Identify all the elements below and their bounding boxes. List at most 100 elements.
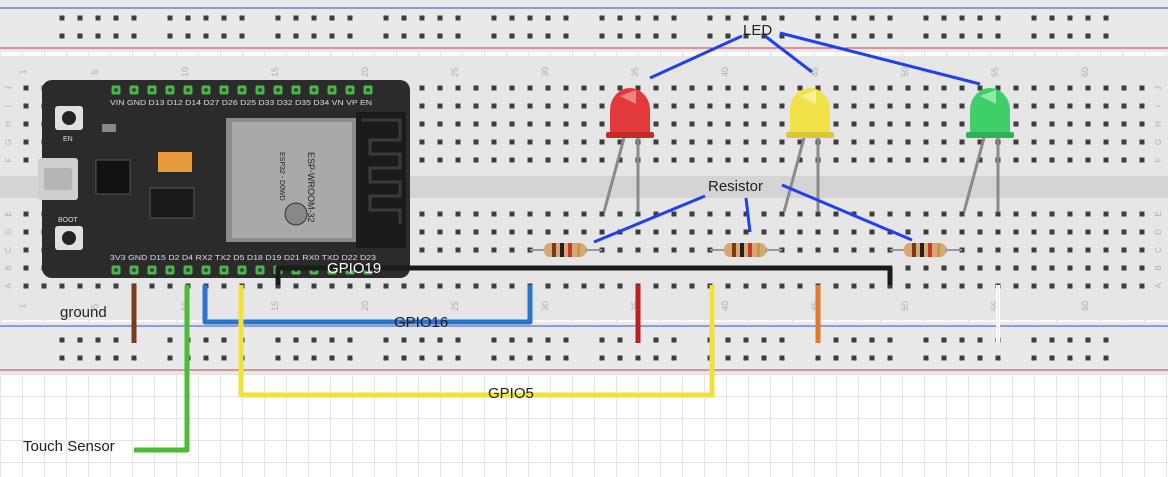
breadboard-hole [1049,247,1055,253]
breadboard-hole [725,103,731,109]
breadboard-hole [725,229,731,235]
breadboard-hole [815,85,821,91]
breadboard-hole [437,139,443,145]
breadboard-hole [689,247,695,253]
top-rail-hole [563,15,569,21]
breadboard-hole [1067,247,1073,253]
breadboard-hole [473,121,479,127]
bottom-rail-hole [887,337,893,343]
breadboard-hole [599,211,605,217]
bottom-rail-hole [1085,355,1091,361]
led-pointer-red [649,34,743,80]
breadboard-hole [977,229,983,235]
breadboard-hole [167,283,173,289]
bottom-rail-hole [275,337,281,343]
breadboard-hole [545,283,551,289]
top-rail-hole [671,15,677,21]
esp32-bottom-pin-hole [204,268,208,272]
top-rail-hole [545,15,551,21]
breadboard-hole [473,211,479,217]
bottom-rail-hole [455,337,461,343]
breadboard-hole [797,85,803,91]
top-rail-hole [383,33,389,39]
breadboard-hole [455,85,461,91]
bottom-rail-hole [1067,355,1073,361]
column-number: 5 [90,69,100,74]
breadboard-hole [491,121,497,127]
breadboard-hole [563,85,569,91]
breadboard-hole [761,283,767,289]
top-rail-hole [401,33,407,39]
breadboard-hole [1085,157,1091,163]
top-rail-hole [545,33,551,39]
bottom-rail-hole [761,355,767,361]
breadboard-hole [1085,283,1091,289]
breadboard-hole [1121,211,1127,217]
breadboard-hole [545,121,551,127]
breadboard-hole [491,157,497,163]
bottom-rail-hole [59,355,65,361]
breadboard-hole [23,157,29,163]
breadboard-hole [1049,211,1055,217]
breadboard-hole [599,85,605,91]
column-number: 10 [180,67,190,77]
breadboard-hole [527,211,533,217]
breadboard-hole [491,139,497,145]
bottom-rail-hole [113,337,119,343]
breadboard-hole [779,121,785,127]
breadboard-hole [1067,139,1073,145]
breadboard-hole [563,103,569,109]
breadboard-hole [473,229,479,235]
breadboard-hole [113,283,119,289]
row-letter: A [4,283,13,289]
breadboard-hole [689,283,695,289]
top-rail-hole [869,33,875,39]
top-rail-hole [275,33,281,39]
breadboard-hole [635,229,641,235]
top-rail-hole [815,33,821,39]
breadboard-hole [689,121,695,127]
gpio16-wire [202,285,533,325]
bottom-rail-hole [1067,337,1073,343]
top-rail-holes [59,15,1109,39]
top-rail-hole [941,33,947,39]
breadboard-hole [1031,283,1037,289]
column-number: 25 [450,67,460,77]
leds [602,88,1014,213]
breadboard-hole [1085,85,1091,91]
bottom-rail-hole [293,355,299,361]
annotation-lines [593,31,981,244]
breadboard-hole [905,265,911,271]
breadboard-hole [401,283,407,289]
top-rail-hole [779,15,785,21]
bottom-rail-hole [833,355,839,361]
top-rail-hole [725,15,731,21]
top-rail-hole [455,33,461,39]
bottom-rail-hole [743,355,749,361]
top-rail-hole [329,33,335,39]
breadboard-hole [221,283,227,289]
breadboard-hole [23,103,29,109]
top-rail-hole [995,33,1001,39]
voltage-regulator [149,187,195,219]
bottom-rail-hole [941,337,947,343]
bottom-rail-hole [599,337,605,343]
bottom-rail-hole [401,355,407,361]
breadboard-hole [797,283,803,289]
top-rail-hole [293,15,299,21]
breadboard-hole [869,85,875,91]
breadboard-hole [1013,121,1019,127]
breadboard-hole [941,157,947,163]
top-rail-hole [725,33,731,39]
breadboard-hole [563,157,569,163]
usb-uart-chip [95,159,131,195]
breadboard-hole [509,103,515,109]
breadboard-hole [923,265,929,271]
breadboard-hole [869,211,875,217]
column-number: 35 [630,301,640,311]
esp32-top-pin-hole [114,88,118,92]
top-rail-hole [131,15,137,21]
breadboard-hole [1049,85,1055,91]
bottom-rail-hole [167,337,173,343]
